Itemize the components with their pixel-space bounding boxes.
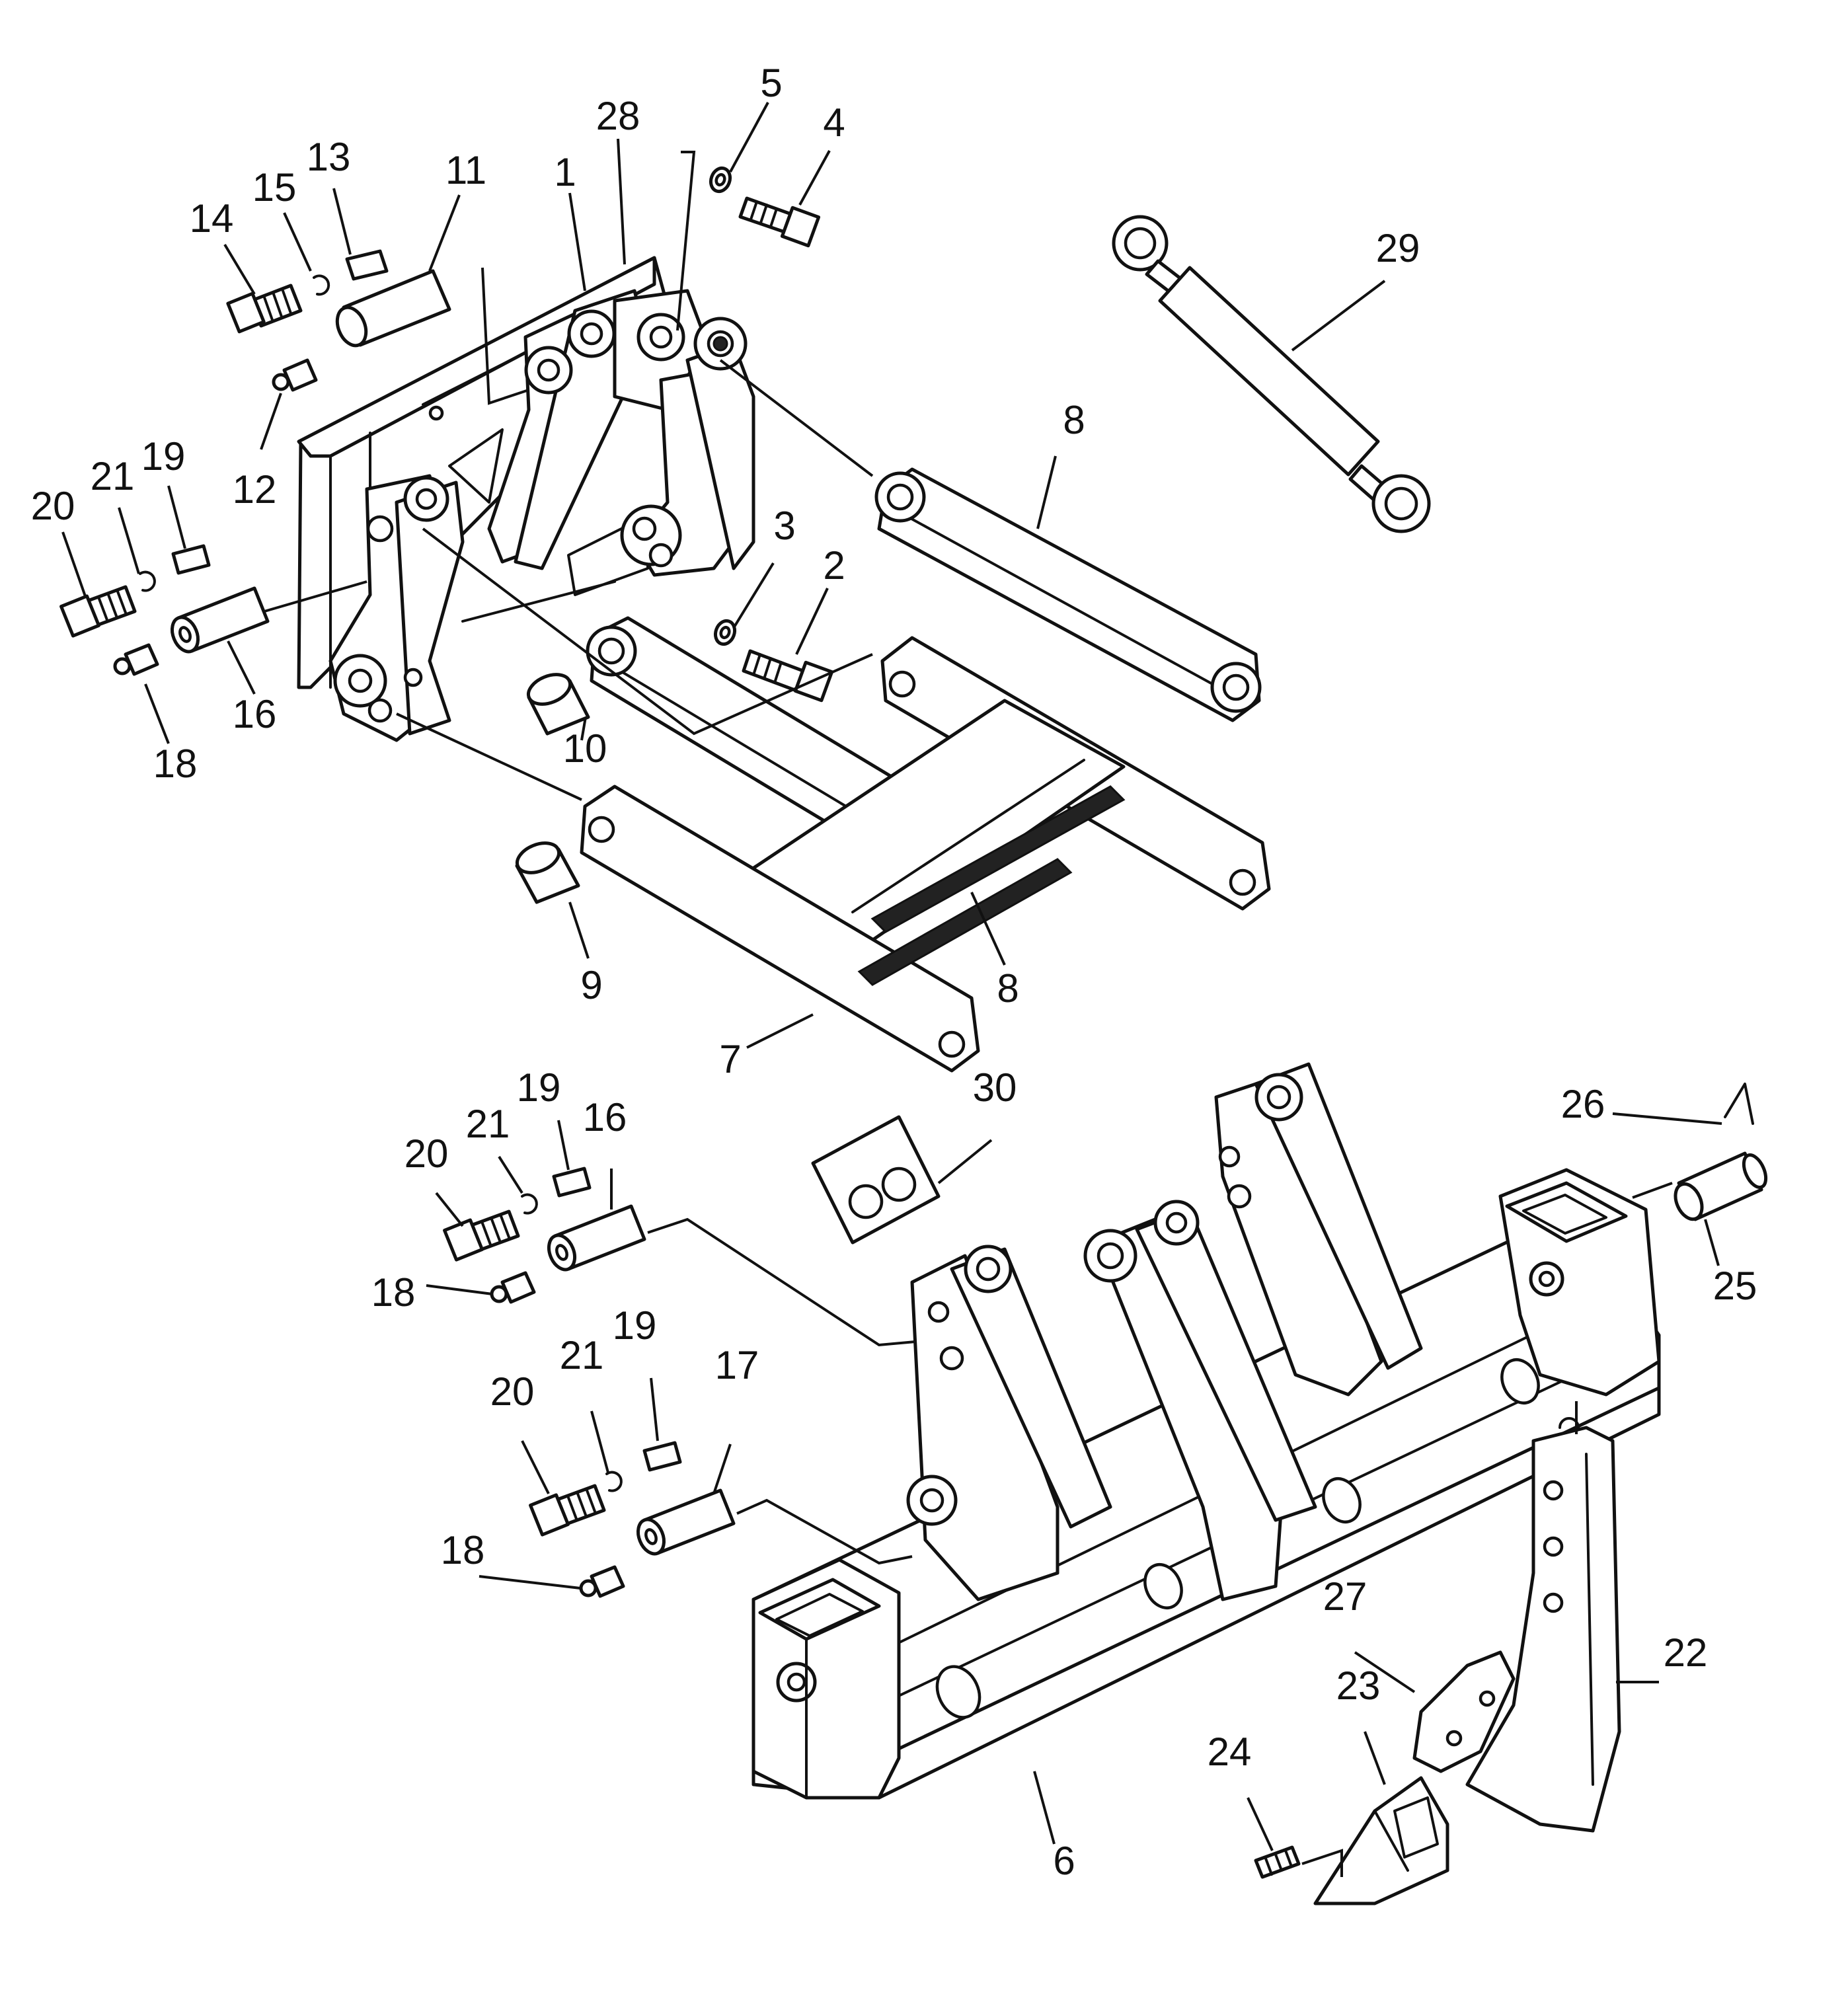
washer-21-lower bbox=[521, 1193, 538, 1215]
callout-4: 4 bbox=[823, 100, 845, 145]
pin-11 bbox=[335, 269, 451, 348]
grease-fitting-18-upper bbox=[113, 643, 159, 676]
bolt-20-upper bbox=[59, 585, 137, 638]
callout-21c: 21 bbox=[560, 1333, 604, 1377]
pin-16-upper bbox=[170, 586, 270, 654]
grease-fitting-18-lowest bbox=[579, 1565, 625, 1598]
bolt-20-lowest bbox=[529, 1484, 606, 1537]
callout-9: 9 bbox=[580, 963, 602, 1007]
lock-plate-19-lower bbox=[552, 1167, 592, 1198]
callout-12: 12 bbox=[233, 467, 277, 512]
callout-20c: 20 bbox=[490, 1369, 535, 1414]
callout-2: 2 bbox=[823, 543, 845, 588]
pin-17 bbox=[636, 1488, 736, 1556]
bolt-24 bbox=[1254, 1845, 1301, 1879]
callout-28: 28 bbox=[596, 94, 640, 138]
callout-15: 15 bbox=[252, 165, 297, 210]
washer-21-upper bbox=[139, 570, 156, 592]
callout-30: 30 bbox=[973, 1065, 1017, 1110]
bolt-14 bbox=[226, 284, 303, 334]
callouts: 1 2 3 4 5 6 7 8 8 8 9 10 11 12 13 14 15 … bbox=[31, 61, 1757, 1883]
ripper-tip bbox=[1313, 1776, 1449, 1905]
callout-29: 29 bbox=[1376, 226, 1420, 270]
bolt-4 bbox=[738, 196, 821, 248]
callout-26: 26 bbox=[1561, 1082, 1605, 1126]
callout-24: 24 bbox=[1208, 1730, 1252, 1774]
pin-25 bbox=[1674, 1151, 1768, 1221]
hydraulic-cylinder bbox=[1112, 215, 1431, 533]
washer-21-lowest bbox=[605, 1471, 623, 1492]
callout-leaders bbox=[61, 102, 1722, 1851]
callout-25: 25 bbox=[1713, 1264, 1757, 1308]
grease-fitting-18-lower bbox=[490, 1271, 536, 1304]
callout-6: 6 bbox=[1053, 1839, 1075, 1883]
lift-arm bbox=[580, 636, 1271, 1073]
callout-19a: 19 bbox=[141, 434, 186, 479]
washer-5 bbox=[709, 166, 732, 194]
beam-right-end bbox=[1498, 1168, 1661, 1397]
callout-19b: 19 bbox=[517, 1065, 561, 1110]
callout-11: 11 bbox=[445, 148, 486, 192]
assembly-lines bbox=[264, 151, 1673, 1877]
callout-21b: 21 bbox=[466, 1102, 510, 1146]
bushing bbox=[515, 841, 580, 904]
washer-15 bbox=[313, 274, 330, 296]
callout-8a: 8 bbox=[1063, 398, 1085, 442]
pin-16-lower bbox=[547, 1204, 646, 1272]
beam-bracket-right bbox=[1214, 1062, 1423, 1397]
upper-lift-link bbox=[874, 467, 1262, 722]
callout-14: 14 bbox=[190, 196, 234, 241]
callout-3: 3 bbox=[773, 504, 795, 548]
lock-plate-19-lowest bbox=[642, 1441, 682, 1472]
callout-5: 5 bbox=[760, 61, 782, 105]
callout-16a: 16 bbox=[233, 692, 277, 736]
callout-20a: 20 bbox=[31, 484, 75, 528]
callout-18a: 18 bbox=[153, 742, 198, 786]
callout-20b: 20 bbox=[404, 1132, 449, 1176]
callout-18c: 18 bbox=[441, 1528, 485, 1572]
cotter-pin-26 bbox=[1724, 1083, 1754, 1125]
shank-protector bbox=[1412, 1650, 1516, 1773]
lock-plate-19-upper bbox=[171, 544, 211, 575]
callout-7: 7 bbox=[719, 1037, 741, 1081]
lock-plate-13 bbox=[345, 249, 389, 281]
callout-17: 17 bbox=[715, 1343, 759, 1387]
grease-fitting-12 bbox=[272, 358, 318, 392]
callout-27: 27 bbox=[1323, 1574, 1367, 1619]
ripper-shank bbox=[1465, 1417, 1621, 1833]
beam-bracket-middle bbox=[1083, 1200, 1317, 1601]
washer-3 bbox=[713, 619, 737, 646]
bolt-2 bbox=[742, 649, 834, 703]
callout-22: 22 bbox=[1664, 1631, 1708, 1675]
cover-plate bbox=[811, 1115, 941, 1245]
callout-19c: 19 bbox=[613, 1303, 657, 1348]
bolt-20-lower bbox=[443, 1209, 520, 1262]
beam-bracket-left bbox=[906, 1245, 1112, 1601]
callout-16b: 16 bbox=[583, 1095, 627, 1139]
callout-8b: 8 bbox=[997, 966, 1019, 1011]
right-bracket bbox=[620, 317, 755, 577]
callout-18b: 18 bbox=[371, 1270, 416, 1315]
bushing bbox=[526, 673, 590, 736]
callout-1: 1 bbox=[554, 150, 576, 194]
callout-13: 13 bbox=[307, 135, 351, 179]
callout-10: 10 bbox=[563, 726, 607, 771]
callout-23: 23 bbox=[1336, 1664, 1381, 1708]
callout-21a: 21 bbox=[91, 454, 135, 498]
beam-left-end bbox=[751, 1558, 901, 1800]
